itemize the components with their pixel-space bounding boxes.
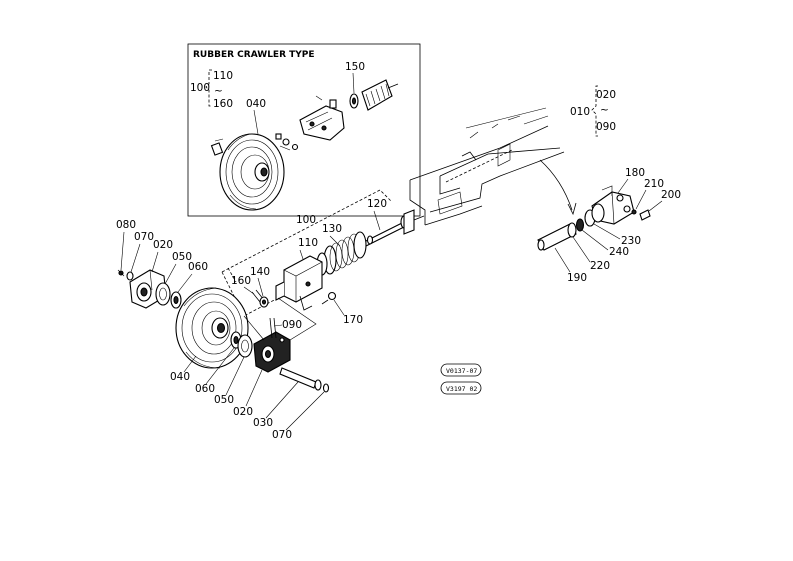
bearing-holder-020-right [253,331,291,373]
ref-code-2-text: V3197 02 [446,385,477,393]
inset-title: RUBBER CRAWLER TYPE [193,50,315,60]
inset-spring-assembly [349,79,399,111]
label-020-a: 020 [153,239,173,251]
inset-bracket [205,69,212,107]
label-tilde: ~ [600,104,609,116]
shaft-assembly [537,185,651,251]
assembly-arrowhead [567,202,577,216]
inset-idler-wheel [219,133,285,211]
bearing-050-right [237,334,253,358]
label-180: 180 [625,167,645,179]
ref-code-1: V0137-07 [440,363,482,377]
yoke-110 [275,255,323,311]
label-030: 030 [253,417,273,429]
label-220: 220 [590,260,610,272]
label-100: 100 [296,214,316,226]
label-070-b: 070 [272,429,292,441]
washer-070-left [126,271,134,281]
label-210: 210 [644,178,664,190]
spring-130 [316,231,367,276]
label-230: 230 [621,235,641,247]
label-090-a: 090 [282,319,302,331]
group-100-outline [221,189,393,317]
bearing-050-left [155,282,171,306]
axle-030 [279,367,330,393]
label-050-b: 050 [214,394,234,406]
label-110: 110 [298,237,318,249]
nut-140 [259,296,269,308]
label-130: 130 [322,223,342,235]
seal-060-left [170,291,182,309]
inset-bolt [210,138,224,156]
inset-label-150: 150 [345,61,365,73]
ref-code-1-text: V0137-07 [446,367,477,375]
track-frame [409,107,565,226]
label-080: 080 [116,219,136,231]
ref-code-2: V3197 02 [440,381,482,395]
assembly-arrow [539,159,573,211]
idler-wheel-040 [175,287,249,369]
washer-220 [567,222,577,238]
label-120: 120 [367,198,387,210]
label-090-b: 090 [596,121,616,133]
inset-leader-150 [352,72,355,94]
fitting-200 [639,209,651,221]
label-050-a: 050 [172,251,192,263]
washer-240 [575,218,585,232]
inset-frame [187,43,421,217]
inset-label-160: 160 [213,98,233,110]
label-060-a: 060 [188,261,208,273]
bolt-080 [117,269,125,277]
label-200: 200 [661,189,681,201]
inset-label-100: 100 [190,82,210,94]
housing-180 [591,185,635,225]
inset-tilde: ~ [214,85,223,97]
inset-leader-040 [253,109,259,135]
bracket-010 [591,85,598,137]
rod-120 [359,209,425,249]
label-160: 160 [231,275,251,287]
pin-090 [269,317,277,339]
label-070-a: 070 [134,231,154,243]
label-170: 170 [343,314,363,326]
part-210 [631,209,637,215]
label-020-b: 020 [233,406,253,418]
label-010: 010 [570,106,590,118]
label-020-c: 020 [596,89,616,101]
bolt-170 [321,291,337,305]
inset-fasteners [275,133,299,151]
inset-label-110: 110 [213,70,233,82]
label-240: 240 [609,246,629,258]
label-140: 140 [250,266,270,278]
label-190: 190 [567,272,587,284]
inset-yoke [299,95,345,141]
group-connector [243,297,317,341]
label-060-b: 060 [195,383,215,395]
label-040: 040 [170,371,190,383]
inset-rubber-crawler: RUBBER CRAWLER TYPE 100 110 ~ 160 040 [187,43,421,217]
inset-label-040: 040 [246,98,266,110]
